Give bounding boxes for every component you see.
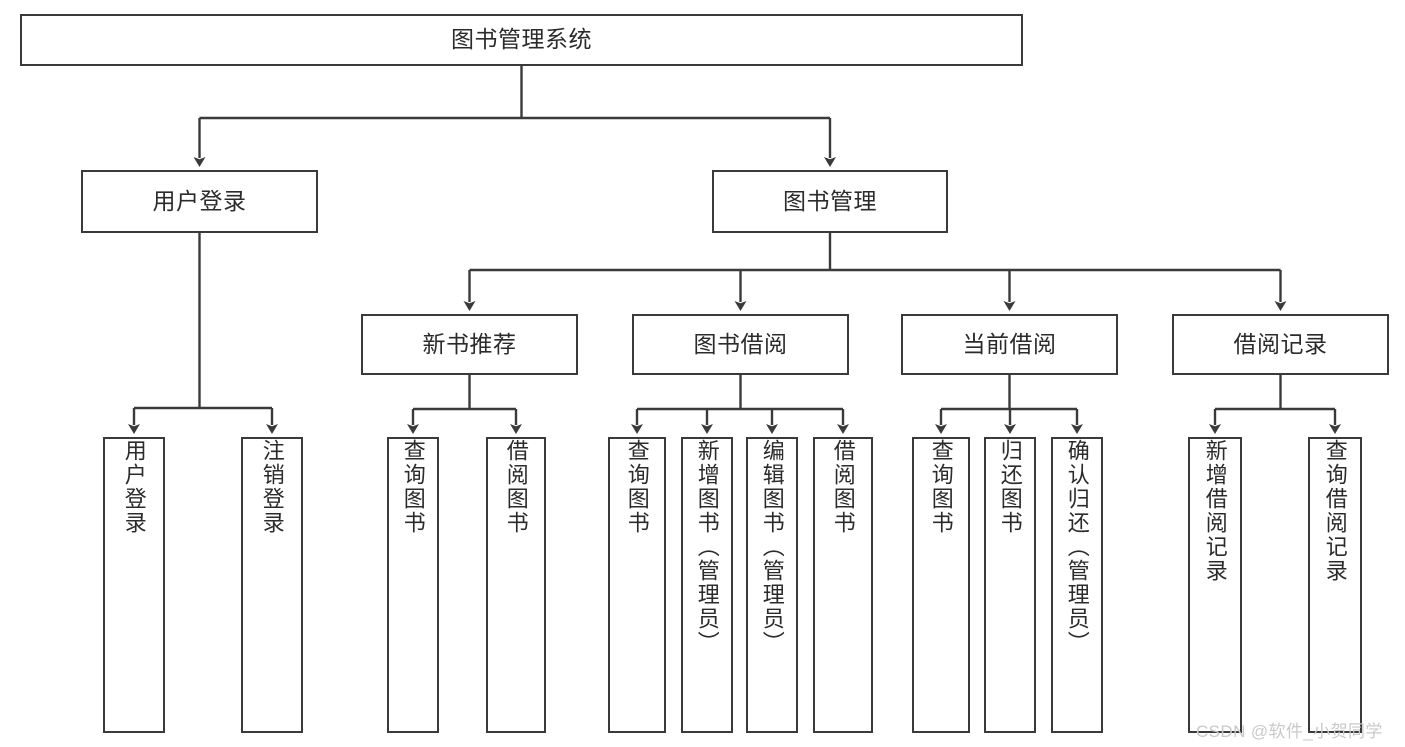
leaf-logout[interactable]: 注销登录 bbox=[241, 437, 303, 733]
node-label: 图书管理系统 bbox=[451, 26, 592, 53]
node-label: 借阅图书 bbox=[503, 439, 529, 535]
leaf-query-book-recommendation[interactable]: 查询图书 bbox=[387, 437, 439, 733]
node-label: 新书推荐 bbox=[422, 330, 517, 357]
leaf-edit-book-admin[interactable]: 编辑图书（管理员） bbox=[746, 437, 798, 733]
node-label: 借阅图书 bbox=[830, 439, 856, 535]
node-label: 图书借阅 bbox=[693, 330, 788, 357]
node-label: 用户登录 bbox=[152, 187, 247, 214]
node-current-borrowing[interactable]: 当前借阅 bbox=[901, 314, 1118, 375]
node-user-login[interactable]: 用户登录 bbox=[81, 170, 318, 233]
leaf-query-book-current[interactable]: 查询图书 bbox=[912, 437, 970, 733]
node-borrowing-records[interactable]: 借阅记录 bbox=[1172, 314, 1389, 375]
node-label: 确认归还（管理员） bbox=[1064, 439, 1090, 655]
leaf-user-login[interactable]: 用户登录 bbox=[103, 437, 165, 733]
leaf-add-book-admin[interactable]: 新增图书（管理员） bbox=[681, 437, 733, 733]
leaf-query-borrowing-record[interactable]: 查询借阅记录 bbox=[1308, 437, 1362, 733]
csdn-watermark: CSDN @软件_小贺同学 bbox=[1196, 722, 1383, 741]
leaf-borrow-book-borrowing[interactable]: 借阅图书 bbox=[813, 437, 873, 733]
node-book-management[interactable]: 图书管理 bbox=[712, 170, 948, 233]
leaf-confirm-return-admin[interactable]: 确认归还（管理员） bbox=[1051, 437, 1103, 733]
node-new-book-recommendation[interactable]: 新书推荐 bbox=[361, 314, 578, 375]
node-label: 新增图书（管理员） bbox=[694, 439, 720, 655]
node-label: 查询借阅记录 bbox=[1322, 439, 1348, 583]
node-label: 查询图书 bbox=[624, 439, 650, 535]
node-label: 归还图书 bbox=[997, 439, 1023, 535]
node-label: 借阅记录 bbox=[1233, 330, 1328, 357]
node-book-borrowing[interactable]: 图书借阅 bbox=[632, 314, 849, 375]
leaf-borrow-book-recommendation[interactable]: 借阅图书 bbox=[486, 437, 546, 733]
node-label: 图书管理 bbox=[783, 187, 877, 214]
leaf-add-borrowing-record[interactable]: 新增借阅记录 bbox=[1188, 437, 1242, 733]
node-root-book-management-system[interactable]: 图书管理系统 bbox=[20, 14, 1023, 66]
node-label: 查询图书 bbox=[400, 439, 426, 535]
node-label: 注销登录 bbox=[259, 439, 285, 535]
leaf-return-book[interactable]: 归还图书 bbox=[984, 437, 1036, 733]
node-label: 编辑图书（管理员） bbox=[759, 439, 785, 655]
node-label: 用户登录 bbox=[121, 439, 147, 535]
node-label: 查询图书 bbox=[928, 439, 954, 535]
leaf-query-book-borrowing[interactable]: 查询图书 bbox=[608, 437, 666, 733]
node-label: 当前借阅 bbox=[962, 330, 1057, 357]
node-label: 新增借阅记录 bbox=[1202, 439, 1228, 583]
